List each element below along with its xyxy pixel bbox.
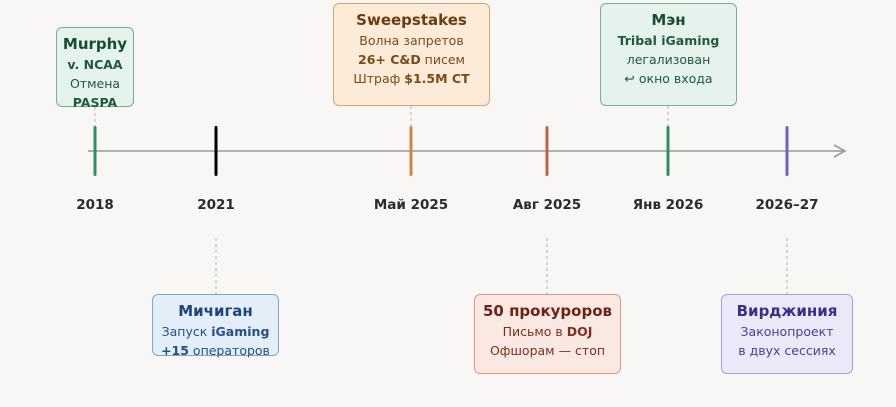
event-text: Отмена [69, 76, 121, 91]
event-text: v. NCAA [67, 57, 123, 72]
event-text: Законопроект [740, 324, 834, 339]
event-text: iGaming [211, 324, 270, 339]
timeline-marker [785, 126, 789, 176]
event-line: Штраф $1.5M CT [338, 69, 485, 88]
event-text: $1.5M CT [404, 71, 470, 86]
event-text: DOJ [566, 324, 593, 339]
event-text: писем [420, 52, 465, 67]
event-text: Штраф [353, 71, 405, 86]
event-text: +15 [161, 343, 189, 358]
timeline-marker [545, 126, 549, 176]
timeline-marker [409, 126, 413, 176]
event-title: Вирджиния [736, 302, 838, 320]
event-text: Волна запретов [359, 33, 464, 48]
year-label: Авг 2025 [512, 197, 582, 213]
event-title: Мичиган [178, 302, 253, 320]
event-text: операторов [188, 343, 270, 358]
event-text: в двух сессиях [738, 343, 836, 358]
year-label: 2021 [197, 197, 235, 213]
event-line: Законопроект [726, 322, 848, 341]
timeline-marker [93, 126, 97, 176]
event-line: Запуск iGaming [157, 322, 274, 341]
year-label: Май 2025 [373, 197, 449, 213]
event-line: легализован [605, 50, 732, 69]
event-text: Запуск [161, 324, 212, 339]
timeline-arrowhead [833, 144, 847, 158]
event-title: Sweepstakes [356, 11, 467, 29]
year-label: 2026–27 [755, 197, 819, 213]
event-line: 26+ C&D писем [338, 50, 485, 69]
event-text: Tribal iGaming [617, 33, 720, 48]
year-label: Янв 2026 [632, 197, 704, 213]
event-text: Письмо в [502, 324, 567, 339]
event-line: Офшорам — стоп [479, 341, 616, 360]
event-line: Tribal iGaming [605, 31, 732, 50]
event-line: +15 операторов [157, 341, 274, 360]
event-line: Отмена PASPA [61, 74, 129, 112]
event-title: 50 прокуроров [482, 302, 613, 320]
event-line: в двух сессиях [726, 341, 848, 360]
event-text: Офшорам — стоп [489, 343, 606, 358]
event-line: Письмо в DOJ [479, 322, 616, 341]
timeline-marker [214, 126, 218, 176]
event-title: Мэн [651, 11, 686, 29]
event-text: 26+ C&D [358, 52, 421, 67]
year-label: 2018 [76, 197, 114, 213]
timeline-marker [666, 126, 670, 176]
event-line: ↩ окно входа [605, 69, 732, 88]
event-text: ↩ окно входа [624, 71, 713, 86]
event-text: легализован [626, 52, 711, 67]
event-line: Волна запретов [338, 31, 485, 50]
event-line: v. NCAA [61, 55, 129, 74]
event-card: Murphy v. NCAA Отмена PASPA [56, 27, 134, 110]
event-title: Murphy [62, 35, 128, 53]
event-text: PASPA [72, 95, 118, 110]
